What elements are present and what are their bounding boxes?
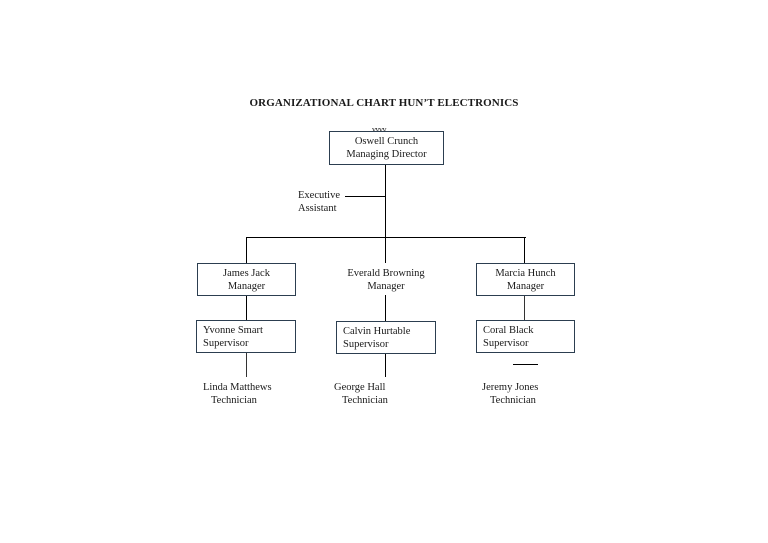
supervisor-box-yvonne-smart: Yvonne Smart Supervisor: [196, 320, 296, 353]
supervisor-technician-stub-right: [513, 364, 538, 365]
manager-label-everald-browning: Everald Browning Manager: [336, 267, 436, 293]
manager-name: James Jack: [223, 268, 270, 279]
technician-name: Jeremy Jones: [482, 382, 539, 393]
supervisor-name: Yvonne Smart: [203, 325, 263, 336]
executive-assistant-label: Executive Assistant: [298, 189, 340, 215]
manager-role: Manager: [506, 281, 545, 292]
supervisor-box-calvin-hurtable: Calvin Hurtable Supervisor: [336, 321, 436, 354]
manager-bus-line: [246, 237, 526, 238]
manager-supervisor-line-center: [385, 295, 386, 321]
supervisor-technician-line-left: [246, 353, 247, 377]
technician-george-hall: George Hall Technician: [334, 381, 424, 407]
technician-linda-matthews: Linda Matthews Technician: [203, 381, 293, 407]
manager-drop-left: [246, 237, 247, 263]
supervisor-role: Supervisor: [203, 338, 249, 349]
manager-box-marcia-hunch: Marcia Hunch Manager: [476, 263, 575, 296]
stray-mark: vvvv: [372, 125, 387, 134]
technician-role: Technician: [490, 395, 536, 406]
manager-role: Manager: [367, 281, 405, 292]
manager-name: Marcia Hunch: [495, 268, 556, 279]
supervisor-role: Supervisor: [483, 338, 529, 349]
assistant-line1: Executive: [298, 190, 340, 201]
director-box: Oswell Crunch Managing Director: [329, 131, 444, 165]
manager-box-james-jack: James Jack Manager: [197, 263, 296, 296]
supervisor-role: Supervisor: [343, 339, 389, 350]
manager-supervisor-line-right: [524, 295, 525, 320]
technician-role: Technician: [342, 395, 388, 406]
technician-role: Technician: [211, 395, 257, 406]
manager-drop-right: [524, 237, 525, 263]
technician-name: George Hall: [334, 382, 386, 393]
supervisor-technician-line-center: [385, 353, 386, 377]
supervisor-name: Coral Black: [483, 325, 534, 336]
technician-name: Linda Matthews: [203, 382, 272, 393]
assistant-line2: Assistant: [298, 203, 337, 214]
manager-drop-center: [385, 237, 386, 263]
director-role: Managing Director: [346, 149, 427, 160]
technician-jeremy-jones: Jeremy Jones Technician: [482, 381, 572, 407]
assistant-branch-line: [345, 196, 386, 197]
supervisor-name: Calvin Hurtable: [343, 326, 411, 337]
manager-role: Manager: [227, 281, 266, 292]
manager-supervisor-line-left: [246, 295, 247, 320]
director-name: Oswell Crunch: [354, 136, 419, 147]
chart-title: ORGANIZATIONAL CHART HUN’T ELECTRONICS: [249, 97, 519, 109]
supervisor-box-coral-black: Coral Black Supervisor: [476, 320, 575, 353]
manager-name: Everald Browning: [347, 268, 425, 279]
director-trunk-line: [385, 164, 386, 238]
